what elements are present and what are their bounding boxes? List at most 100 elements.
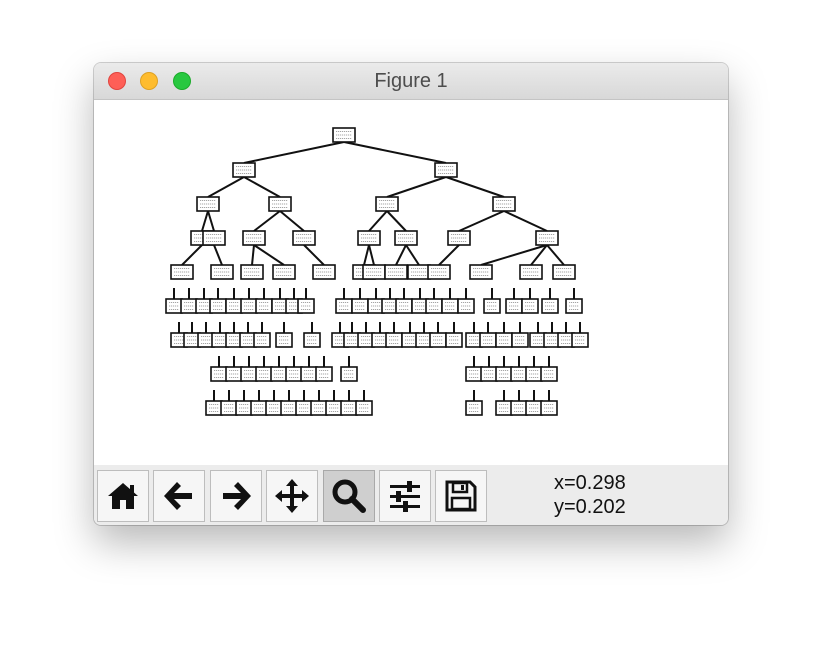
tree-node (480, 366, 498, 382)
tree-node (335, 298, 353, 314)
tree-node (312, 264, 336, 280)
tree-node (209, 298, 227, 314)
tree-node (447, 230, 471, 246)
decision-tree-plot (165, 127, 589, 416)
tree-node (384, 264, 408, 280)
tree-node (441, 298, 459, 314)
tree-node (315, 366, 333, 382)
tree-node (272, 264, 296, 280)
tree-node (407, 264, 431, 280)
tree-node (495, 400, 513, 416)
coord-x: x=0.298 (554, 472, 626, 494)
tree-edge (207, 210, 215, 232)
tree-node (357, 230, 381, 246)
figure-window: Figure 1 (94, 63, 728, 525)
tree-node (270, 366, 288, 382)
tree-edge (368, 210, 388, 232)
tree-edge (343, 141, 447, 164)
tree-node (479, 332, 497, 348)
back-button[interactable] (153, 470, 205, 522)
tree-node (535, 230, 559, 246)
pan-button[interactable] (266, 470, 318, 522)
tree-node (510, 366, 528, 382)
tree-node (170, 264, 194, 280)
tree-node (492, 196, 516, 212)
tree-node (240, 264, 264, 280)
tree-node (385, 332, 403, 348)
tree-node (540, 366, 558, 382)
save-button[interactable] (435, 470, 487, 522)
tree-node (275, 332, 293, 348)
tree-edge (530, 244, 548, 266)
tree-node (395, 298, 413, 314)
tree-node (483, 298, 501, 314)
tree-node (240, 366, 258, 382)
tree-node (457, 298, 475, 314)
tree-node (242, 230, 266, 246)
tree-edge (201, 210, 209, 232)
tree-node (521, 298, 539, 314)
tree-node (540, 400, 558, 416)
maximize-button[interactable] (173, 72, 191, 90)
tree-node (250, 400, 268, 416)
tree-node (394, 230, 418, 246)
move-icon (275, 479, 309, 513)
cursor-coordinates: x=0.298 y=0.202 (554, 471, 674, 519)
tree-node (375, 196, 399, 212)
tree-node (232, 162, 256, 178)
tree-node (295, 400, 313, 416)
tree-node (332, 127, 356, 143)
window-title: Figure 1 (374, 70, 448, 92)
close-button[interactable] (108, 72, 126, 90)
tree-edge (303, 244, 325, 266)
tree-node (469, 264, 493, 280)
tree-edge (243, 176, 281, 198)
tree-node (425, 298, 443, 314)
tree-node (557, 332, 575, 348)
tree-node (495, 366, 513, 382)
tree-node (340, 366, 358, 382)
tree-node (300, 366, 318, 382)
home-icon (108, 483, 138, 509)
sliders-icon (390, 481, 420, 512)
tree-node (355, 400, 373, 416)
tree-node (255, 366, 273, 382)
tree-node (303, 332, 321, 348)
tree-node (325, 400, 343, 416)
tree-edge (503, 210, 548, 232)
configure-subplots-button[interactable] (379, 470, 431, 522)
magnifier-icon (332, 479, 366, 513)
tree-node (225, 298, 243, 314)
tree-node (465, 400, 483, 416)
tree-node (565, 298, 583, 314)
coord-y: y=0.202 (554, 496, 626, 518)
tree-node (210, 264, 234, 280)
plot-canvas[interactable] (94, 100, 728, 465)
home-button[interactable] (97, 470, 149, 522)
tree-node (519, 264, 543, 280)
tree-node (541, 298, 559, 314)
tree-node (371, 332, 389, 348)
tree-edge (213, 244, 223, 266)
tree-node (525, 400, 543, 416)
tree-edge (445, 176, 505, 198)
tree-node (552, 264, 576, 280)
minimize-button[interactable] (140, 72, 158, 90)
tree-node (196, 196, 220, 212)
navigation-toolbar: x=0.298 y=0.202 (94, 465, 728, 525)
tree-node (205, 400, 223, 416)
zoom-button[interactable] (323, 470, 375, 522)
tree-node (340, 400, 358, 416)
tree-edge (181, 244, 203, 266)
tree-node (357, 332, 375, 348)
forward-button[interactable] (210, 470, 262, 522)
title-bar[interactable]: Figure 1 (94, 63, 728, 100)
tree-node (445, 332, 463, 348)
tree-node (510, 400, 528, 416)
tree-node (202, 230, 226, 246)
tree-node (225, 366, 243, 382)
tree-node (351, 298, 369, 314)
tree-edge (480, 244, 548, 266)
tree-edge (363, 244, 370, 266)
tree-edge (386, 176, 447, 198)
